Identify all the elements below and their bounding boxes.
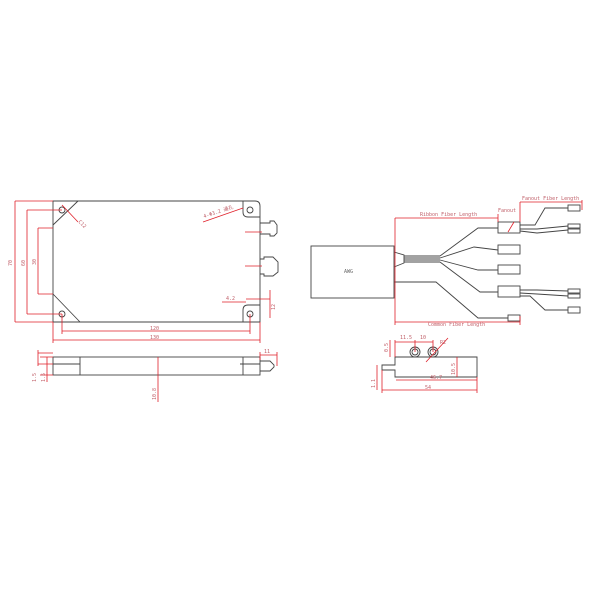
dim-pitch-a: 11.5: [400, 335, 412, 341]
dim-profile-height: 10.5: [451, 363, 457, 375]
dim-total-len: 54: [425, 385, 431, 391]
fiber-layout: AWG Ribbon Fiber Length Fanout Fanout Fi…: [310, 196, 583, 328]
dim-height-outer: 70: [8, 260, 14, 266]
top-view: 70 60 30 120 130 C12 4-Φ3.2 通孔 4.2 12: [8, 200, 279, 343]
dim-chamfer: C12: [77, 219, 88, 230]
side-view: 1.5 1.5 10.8 11: [32, 349, 278, 402]
dim-tab-height: 12: [271, 304, 277, 310]
awg-label: AWG: [344, 269, 353, 275]
dim-width-outer: 130: [150, 335, 159, 341]
dim-height: 10.8: [152, 388, 158, 400]
dim-inner-len: 46.7: [430, 375, 442, 381]
dim-radius: R2: [440, 340, 446, 346]
dim-pitch-b: 10: [420, 335, 426, 341]
hole-note: 4-Φ3.2 通孔: [202, 204, 234, 220]
fanout-label: Fanout: [498, 208, 516, 214]
awg-box: [310, 245, 395, 299]
fanout-length-label: Fanout Fiber Length: [522, 196, 579, 202]
dim-thickness-b: 1.5: [41, 373, 47, 382]
dim-height-inner: 30: [32, 259, 38, 265]
dim-edge-offset: 4.2: [226, 296, 235, 302]
ribbon-length-label: Ribbon Fiber Length: [420, 212, 477, 218]
common-length-label: Common Fiber Length: [428, 322, 485, 328]
profile-view: 11.5 10 0.5 1.1 46.7 54 10.5 R2: [371, 335, 478, 393]
dim-connector-len: 11: [264, 349, 270, 355]
dim-width-holes: 120: [150, 326, 159, 332]
dim-height-holes: 60: [21, 260, 27, 266]
dim-thickness-a: 1.5: [32, 373, 38, 382]
dim-top-gap: 0.5: [384, 343, 390, 352]
dim-step: 1.1: [371, 379, 377, 388]
